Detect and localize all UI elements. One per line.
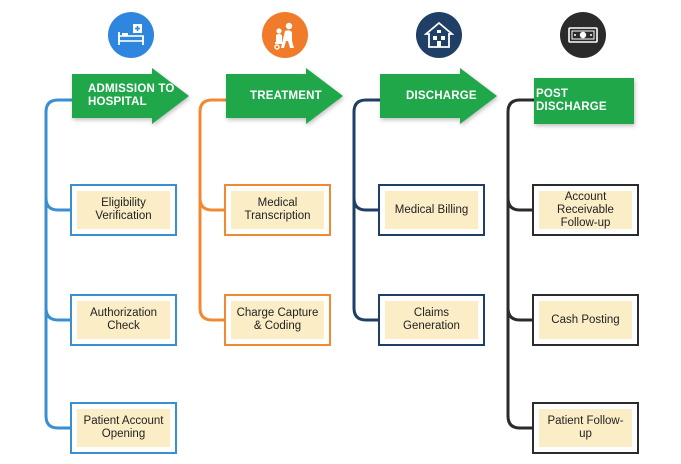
- step-box: Claims Generation: [378, 294, 485, 346]
- hospital-bed-icon: [108, 12, 154, 58]
- step-label: Account Receivable Follow-up: [539, 191, 632, 229]
- stage-arrow-discharge: DISCHARGE: [380, 68, 497, 124]
- step-box: Medical Billing: [378, 184, 485, 236]
- step-label: Medical Transcription: [231, 191, 324, 229]
- step-box: Account Receivable Follow-up: [532, 184, 639, 236]
- step-label: Cash Posting: [539, 301, 632, 339]
- connector-discharge: [352, 98, 380, 322]
- step-box: Eligibility Verification: [70, 184, 177, 236]
- stage-arrow-treatment: TREATMENT: [226, 68, 343, 124]
- step-label: Authorization Check: [77, 301, 170, 339]
- house-icon: [416, 12, 462, 58]
- connector-admission: [44, 98, 72, 430]
- stage-title: ADMISSION TO HOSPITAL: [88, 83, 175, 108]
- connector-post-discharge: [506, 98, 534, 430]
- step-box: Charge Capture & Coding: [224, 294, 331, 346]
- stage-title: DISCHARGE: [406, 89, 477, 102]
- step-box: Medical Transcription: [224, 184, 331, 236]
- step-label: Claims Generation: [385, 301, 478, 339]
- cash-icon: [560, 12, 606, 58]
- stage-title: TREATMENT: [250, 89, 322, 102]
- step-label: Medical Billing: [385, 191, 478, 229]
- step-label: Patient Follow-up: [539, 409, 632, 447]
- step-label: Eligibility Verification: [77, 191, 170, 229]
- step-box: Cash Posting: [532, 294, 639, 346]
- step-box: Authorization Check: [70, 294, 177, 346]
- connector-treatment: [198, 98, 226, 322]
- caregiver-icon: [262, 12, 308, 58]
- step-box: Patient Follow-up: [532, 402, 639, 454]
- step-label: Charge Capture & Coding: [231, 301, 324, 339]
- stage-banner-post-discharge: POST DISCHARGE: [534, 78, 634, 124]
- stage-title: POST DISCHARGE: [536, 88, 607, 113]
- step-label: Patient Account Opening: [77, 409, 170, 447]
- step-box: Patient Account Opening: [70, 402, 177, 454]
- stage-arrow-admission: ADMISSION TO HOSPITAL: [72, 68, 189, 124]
